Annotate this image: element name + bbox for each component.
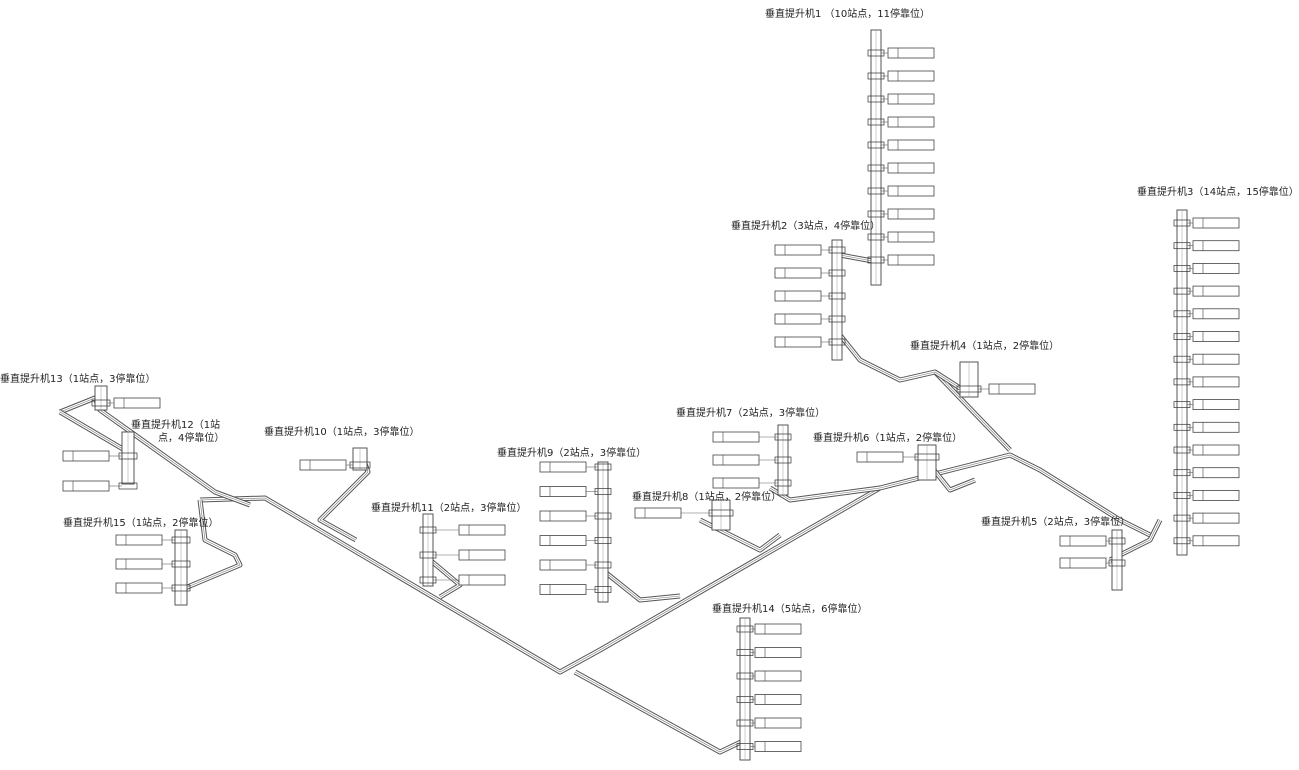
lift-3-station-box (1192, 217, 1240, 229)
track-center-line (184, 499, 241, 589)
lift-3-station-box (1192, 240, 1240, 252)
lift-2-label: 垂直提升机2（3站点，4停靠位） (731, 221, 881, 232)
lift-8-label: 垂直提升机8（1站点，2停靠位） (632, 492, 782, 503)
lift-5-station-box (1059, 557, 1107, 569)
lift-6-station-box (856, 451, 904, 463)
lift-11-label: 垂直提升机11（2站点，3停靠位） (371, 503, 527, 514)
lift-12-station-box (62, 480, 110, 492)
lift-2-station-box (774, 244, 822, 256)
lift-3-station-box (1192, 535, 1240, 547)
track-center-line (929, 464, 976, 491)
lift-2-station-box (774, 313, 822, 325)
track-center-line (604, 571, 681, 601)
lift-1-station-box (887, 116, 935, 128)
lift-7-label: 垂直提升机7（2站点，3停靠位） (676, 408, 826, 419)
track-center-line (839, 334, 1011, 451)
lift-3-station-box (1192, 308, 1240, 320)
lift-3-station-box (1192, 467, 1240, 479)
lift-15-station-box (115, 558, 163, 570)
track-center-line (1109, 519, 1161, 561)
lift-7-station-box (712, 477, 760, 489)
lift-8-station-box (634, 507, 682, 519)
lift-4-station-box (988, 383, 1036, 395)
track-rail-inner (604, 570, 681, 602)
lift-3-label: 垂直提升机3（14站点，15停靠位） (1137, 187, 1299, 198)
lift-3-station-box (1192, 285, 1240, 297)
lift-12-label-line2: 点，4停靠位） (158, 433, 225, 444)
lift-11-station-box (458, 549, 506, 561)
track-center-line (769, 487, 881, 501)
lift-3-station-box (1192, 376, 1240, 388)
lift-7-station-box (712, 431, 760, 443)
lift-1-station-box (887, 70, 935, 82)
lift-10-station-box (299, 459, 347, 471)
lift-2-station-box (774, 267, 822, 279)
lift-9-station-box (539, 486, 587, 497)
lift-9-station-box (539, 510, 587, 522)
lift-3-station-box (1192, 421, 1240, 433)
lift-1-station-box (887, 139, 935, 151)
lift-14-station-box (754, 623, 802, 635)
lift-15-station-box (115, 582, 163, 594)
lift-12-station-box (62, 450, 110, 462)
lift-13-label: 垂直提升机13（1站点，3停靠位） (0, 374, 156, 385)
track-rail-outer (573, 669, 747, 755)
lift-1-station-box (887, 208, 935, 220)
lift-2-station-box (774, 290, 822, 302)
lift-9-station-box (539, 461, 587, 473)
lift-9-label: 垂直提升机9（2站点，3停靠位） (497, 448, 647, 459)
lift-11-station-box (458, 574, 506, 586)
lift-columns (91, 29, 1191, 761)
lift-3-station-box (1192, 399, 1240, 411)
track-center-line (59, 411, 129, 453)
lift-3-station-box (1192, 512, 1240, 524)
lift-9-station-box (539, 535, 587, 546)
lift-9-station-box (539, 584, 587, 595)
lift-1-station-box (887, 185, 935, 197)
lift-11-station-box (458, 524, 506, 536)
lift-3-station-box (1192, 262, 1240, 274)
lift-3-station-box (1192, 331, 1240, 342)
lift-14-station-box (754, 694, 802, 705)
lift-4-label: 垂直提升机4（1站点，2停靠位） (910, 341, 1060, 352)
lift-5-station-box (1059, 535, 1107, 547)
lift-3-station-box (1192, 353, 1240, 365)
lift-2-station-box (774, 336, 822, 348)
lift-14-station-box (754, 717, 802, 729)
lift-1-label: 垂直提升机1 （10站点，11停靠位） (765, 9, 930, 20)
lift-15-label: 垂直提升机15（1站点，2停靠位） (63, 518, 219, 529)
lift-14-label: 垂直提升机14（5站点，6停靠位） (712, 604, 868, 615)
lift-14-station-box (754, 670, 802, 682)
lift-1-station-box (887, 231, 935, 243)
lift-13-station-box (113, 397, 161, 409)
lift-10-label: 垂直提升机10（1站点，3停靠位） (264, 427, 420, 438)
lift-5-label: 垂直提升机5（2站点，3停靠位） (981, 517, 1131, 528)
lift-1-station-box (887, 47, 935, 59)
lift-6-label: 垂直提升机6（1站点，2停靠位） (813, 433, 963, 444)
lift-3-station-box (1192, 444, 1240, 456)
lift-14-station-box (754, 647, 802, 658)
lift-3-station-box (1192, 489, 1240, 501)
lift-9-station-box (539, 559, 587, 571)
station-boxes (62, 47, 1240, 752)
lift-7-station-box (712, 454, 760, 466)
lift-12-label: 垂直提升机12（1站 (131, 420, 221, 431)
lift-1-station-box (887, 254, 935, 266)
lift-14-station-box (754, 741, 802, 752)
lift-1-station-box (887, 162, 935, 174)
lift-15-station-box (115, 534, 163, 546)
conveyor-tracks (58, 252, 1163, 755)
lift-1-station-box (887, 93, 935, 105)
track-center-line (934, 371, 961, 389)
